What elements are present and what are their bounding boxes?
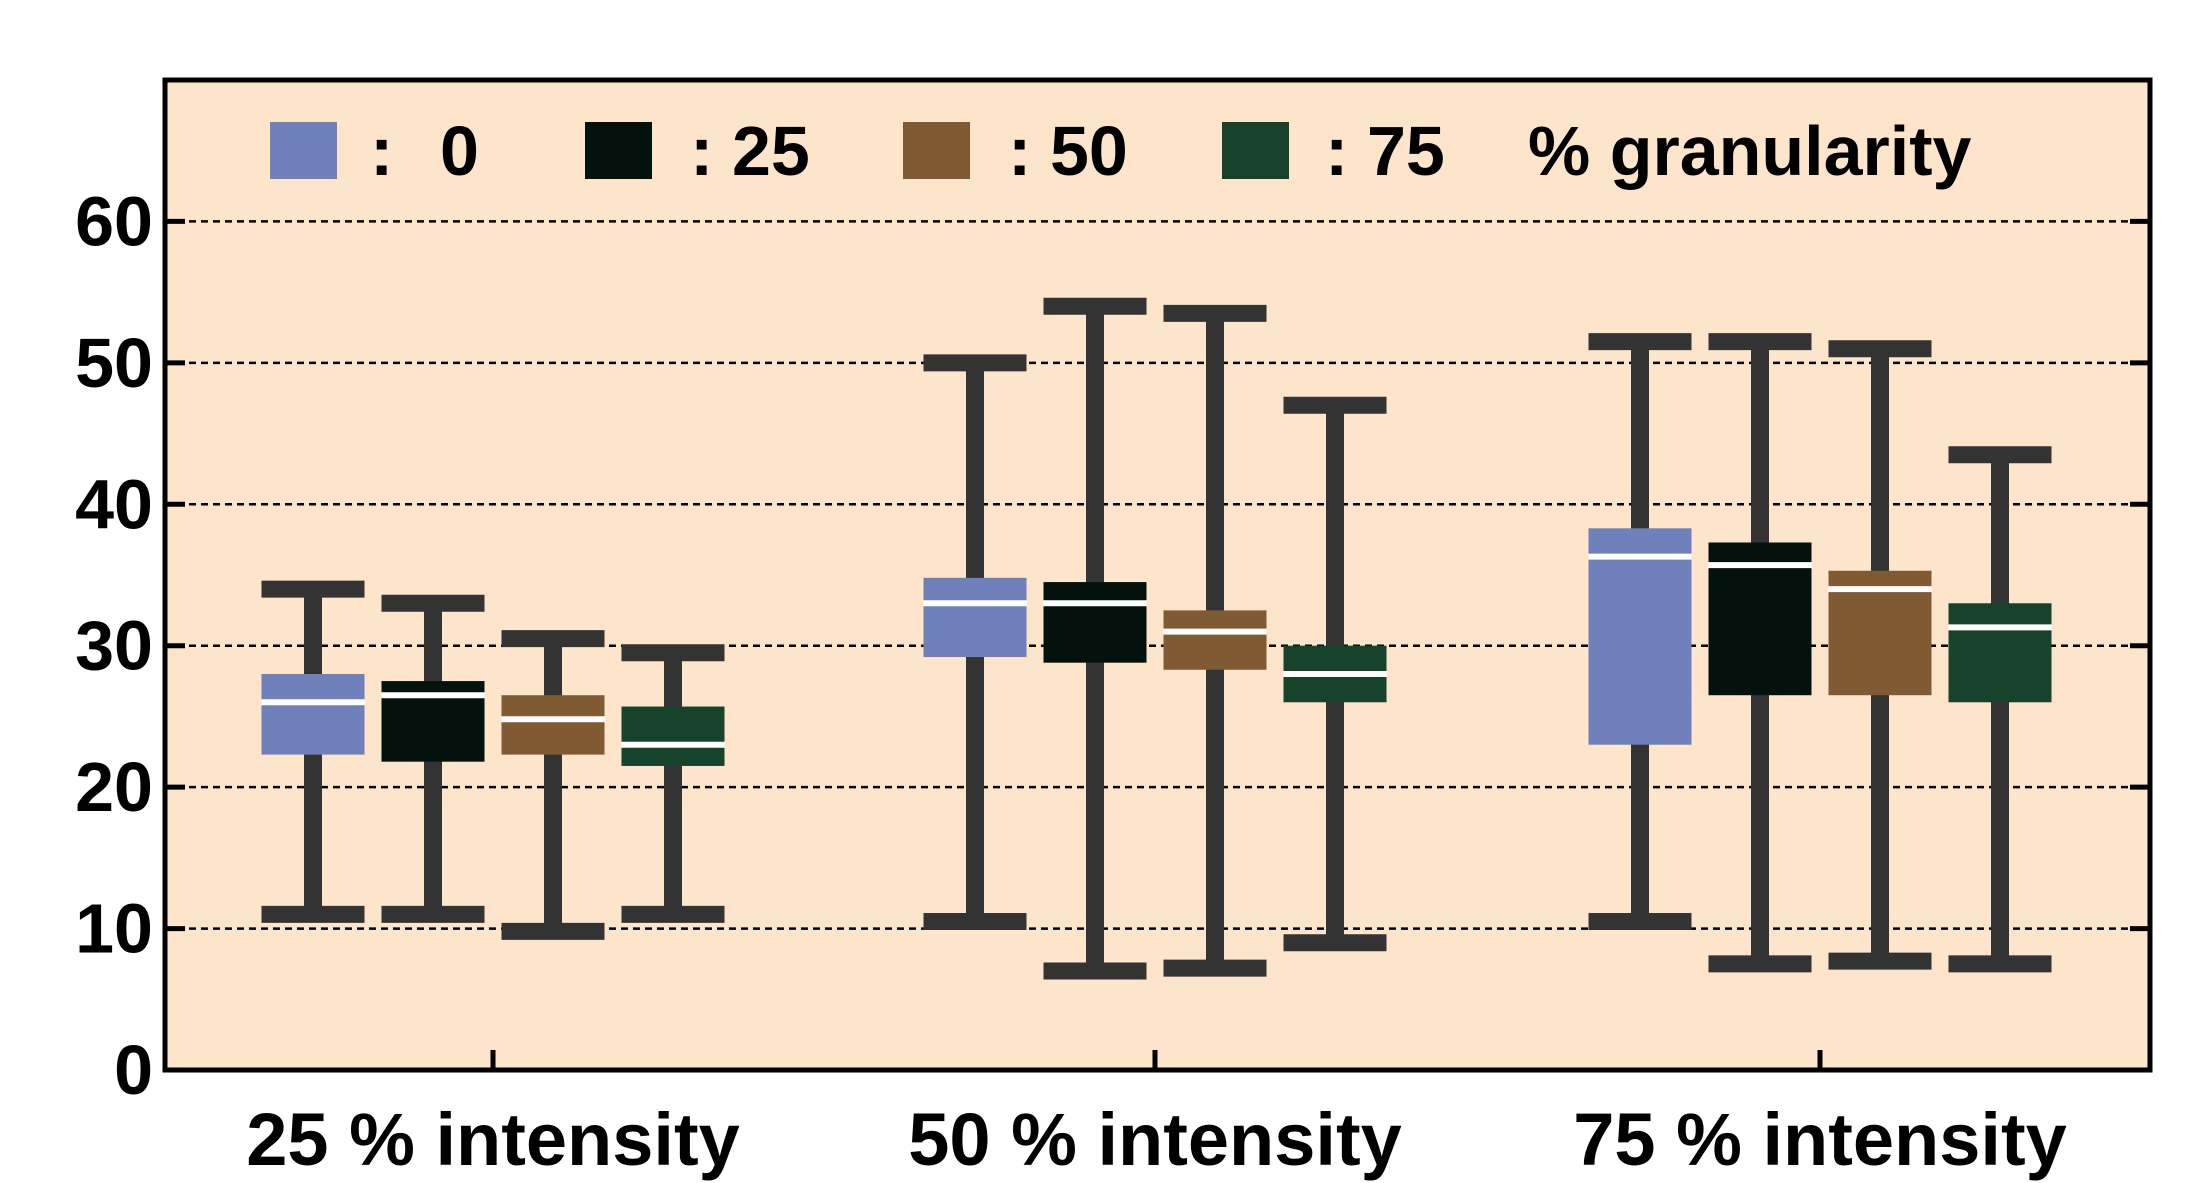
y-tick-label: 10 <box>75 890 153 968</box>
legend-colon: : <box>1325 112 1348 190</box>
box-series-group <box>261 297 2052 980</box>
legend-swatch-50 <box>903 122 970 179</box>
legend-colon: : <box>370 112 393 190</box>
y-tick-label: 60 <box>75 182 153 260</box>
legend-colon: : <box>1008 112 1031 190</box>
box-2-25 <box>1043 297 1147 980</box>
y-tick-label: 0 <box>114 1031 153 1109</box>
x-category-label: 75 % intensity <box>1573 1098 2067 1181</box>
box-2-0 <box>923 354 1027 930</box>
box-1-75 <box>621 644 725 923</box>
axes: 0 10 20 30 40 50 60 25 % intensity 50 % intensit… <box>75 182 2150 1181</box>
box-1-25 <box>381 594 485 923</box>
box-1-50 <box>501 630 605 940</box>
y-tick-label: 40 <box>75 465 153 543</box>
box-iqr <box>621 706 725 766</box>
box-iqr <box>1588 528 1692 745</box>
grid-lines <box>165 220 2150 930</box>
legend-label-75: 75 <box>1367 112 1445 190</box>
x-category-label: 25 % intensity <box>246 1098 740 1181</box>
legend-swatch-75 <box>1222 122 1289 179</box>
legend: :0:25:50:75% granularity <box>270 112 1972 190</box>
box-3-0 <box>1588 333 1692 930</box>
box-iqr <box>501 695 605 755</box>
legend-colon: : <box>690 112 713 190</box>
box-iqr <box>1948 603 2052 703</box>
x-category-label: 50 % intensity <box>908 1098 1402 1181</box>
box-3-75 <box>1948 446 2052 973</box>
box-iqr <box>1163 610 1267 670</box>
box-iqr <box>261 674 365 755</box>
legend-swatch-0 <box>270 122 337 179</box>
box-2-75 <box>1283 396 1387 952</box>
legend-swatch-25 <box>585 122 652 179</box>
legend-suffix: % granularity <box>1528 112 1972 190</box>
box-2-50 <box>1163 304 1267 977</box>
box-3-25 <box>1708 333 1812 973</box>
box-3-50 <box>1828 340 1932 970</box>
legend-label-50: 50 <box>1050 112 1128 190</box>
y-tick-label: 50 <box>75 324 153 402</box>
legend-label-25: 25 <box>732 112 810 190</box>
box-iqr <box>923 577 1027 658</box>
box-iqr <box>1043 582 1147 663</box>
plot-area <box>165 80 2150 1070</box>
y-tick-label: 20 <box>75 748 153 826</box>
legend-label-0: 0 <box>440 112 479 190</box>
y-tick-label: 30 <box>75 607 153 685</box>
box-1-0 <box>261 580 365 923</box>
